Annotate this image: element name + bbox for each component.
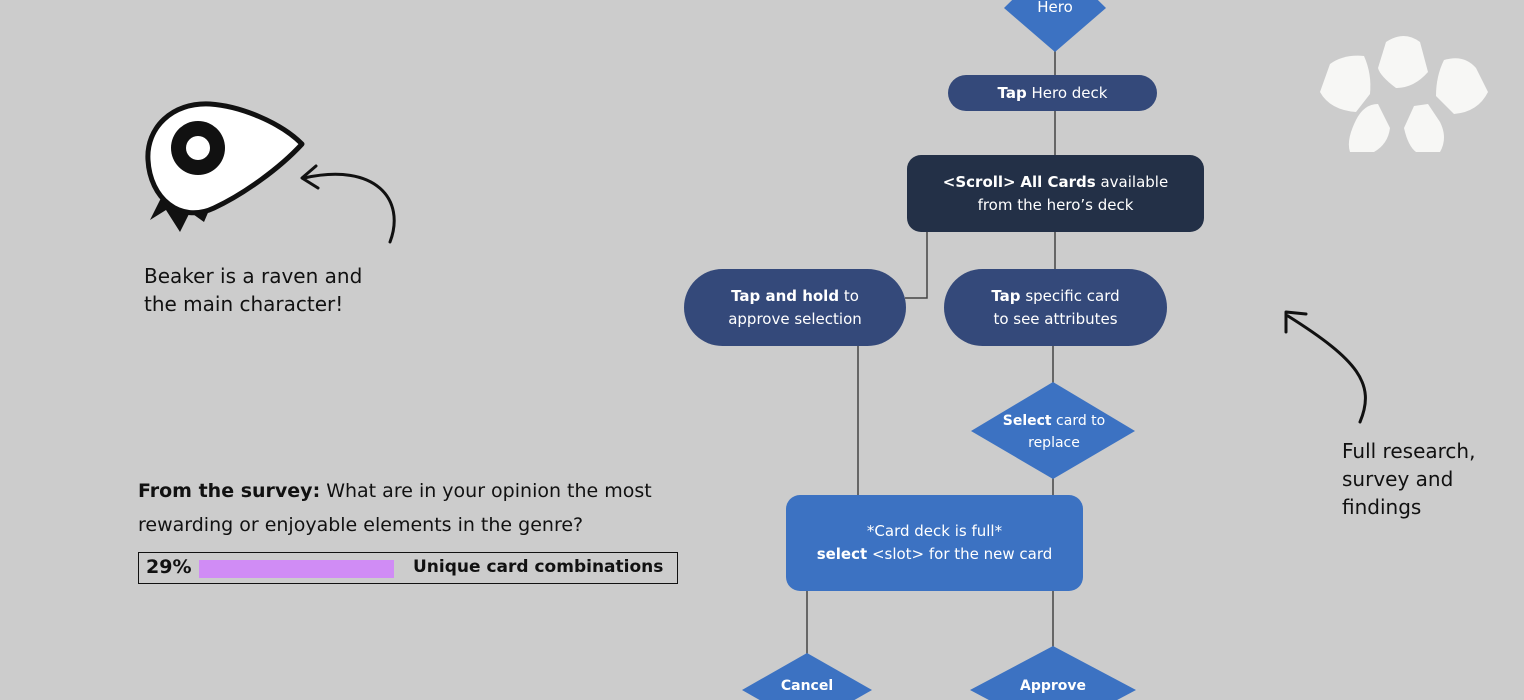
arrow-icon (300, 164, 396, 244)
select-diamond (971, 382, 1135, 479)
tap-hero-deck-node: Tap Hero deck (948, 75, 1157, 111)
deck-full-node: *Card deck is full*select <slot> for the… (786, 495, 1083, 591)
survey-percent: 29% (146, 556, 192, 578)
survey-question: From the survey: What are in your opinio… (138, 480, 652, 536)
raven-icon (145, 101, 305, 232)
survey-answer: Unique card combinations (413, 557, 664, 577)
cancel-label: Cancel (780, 678, 834, 694)
hero-diamond (1004, 0, 1106, 52)
cancel-diamond (742, 653, 872, 700)
survey-result-row: 29% Unique card combinations (138, 552, 678, 584)
approve-diamond (970, 646, 1136, 700)
flower-logo-icon (1320, 36, 1488, 152)
survey-progress-fill (199, 560, 394, 578)
approve-label: Approve (1019, 678, 1087, 694)
arrow-icon (1284, 310, 1367, 424)
hero-label: Hero (1037, 0, 1073, 16)
survey-progress-bar (199, 560, 394, 578)
